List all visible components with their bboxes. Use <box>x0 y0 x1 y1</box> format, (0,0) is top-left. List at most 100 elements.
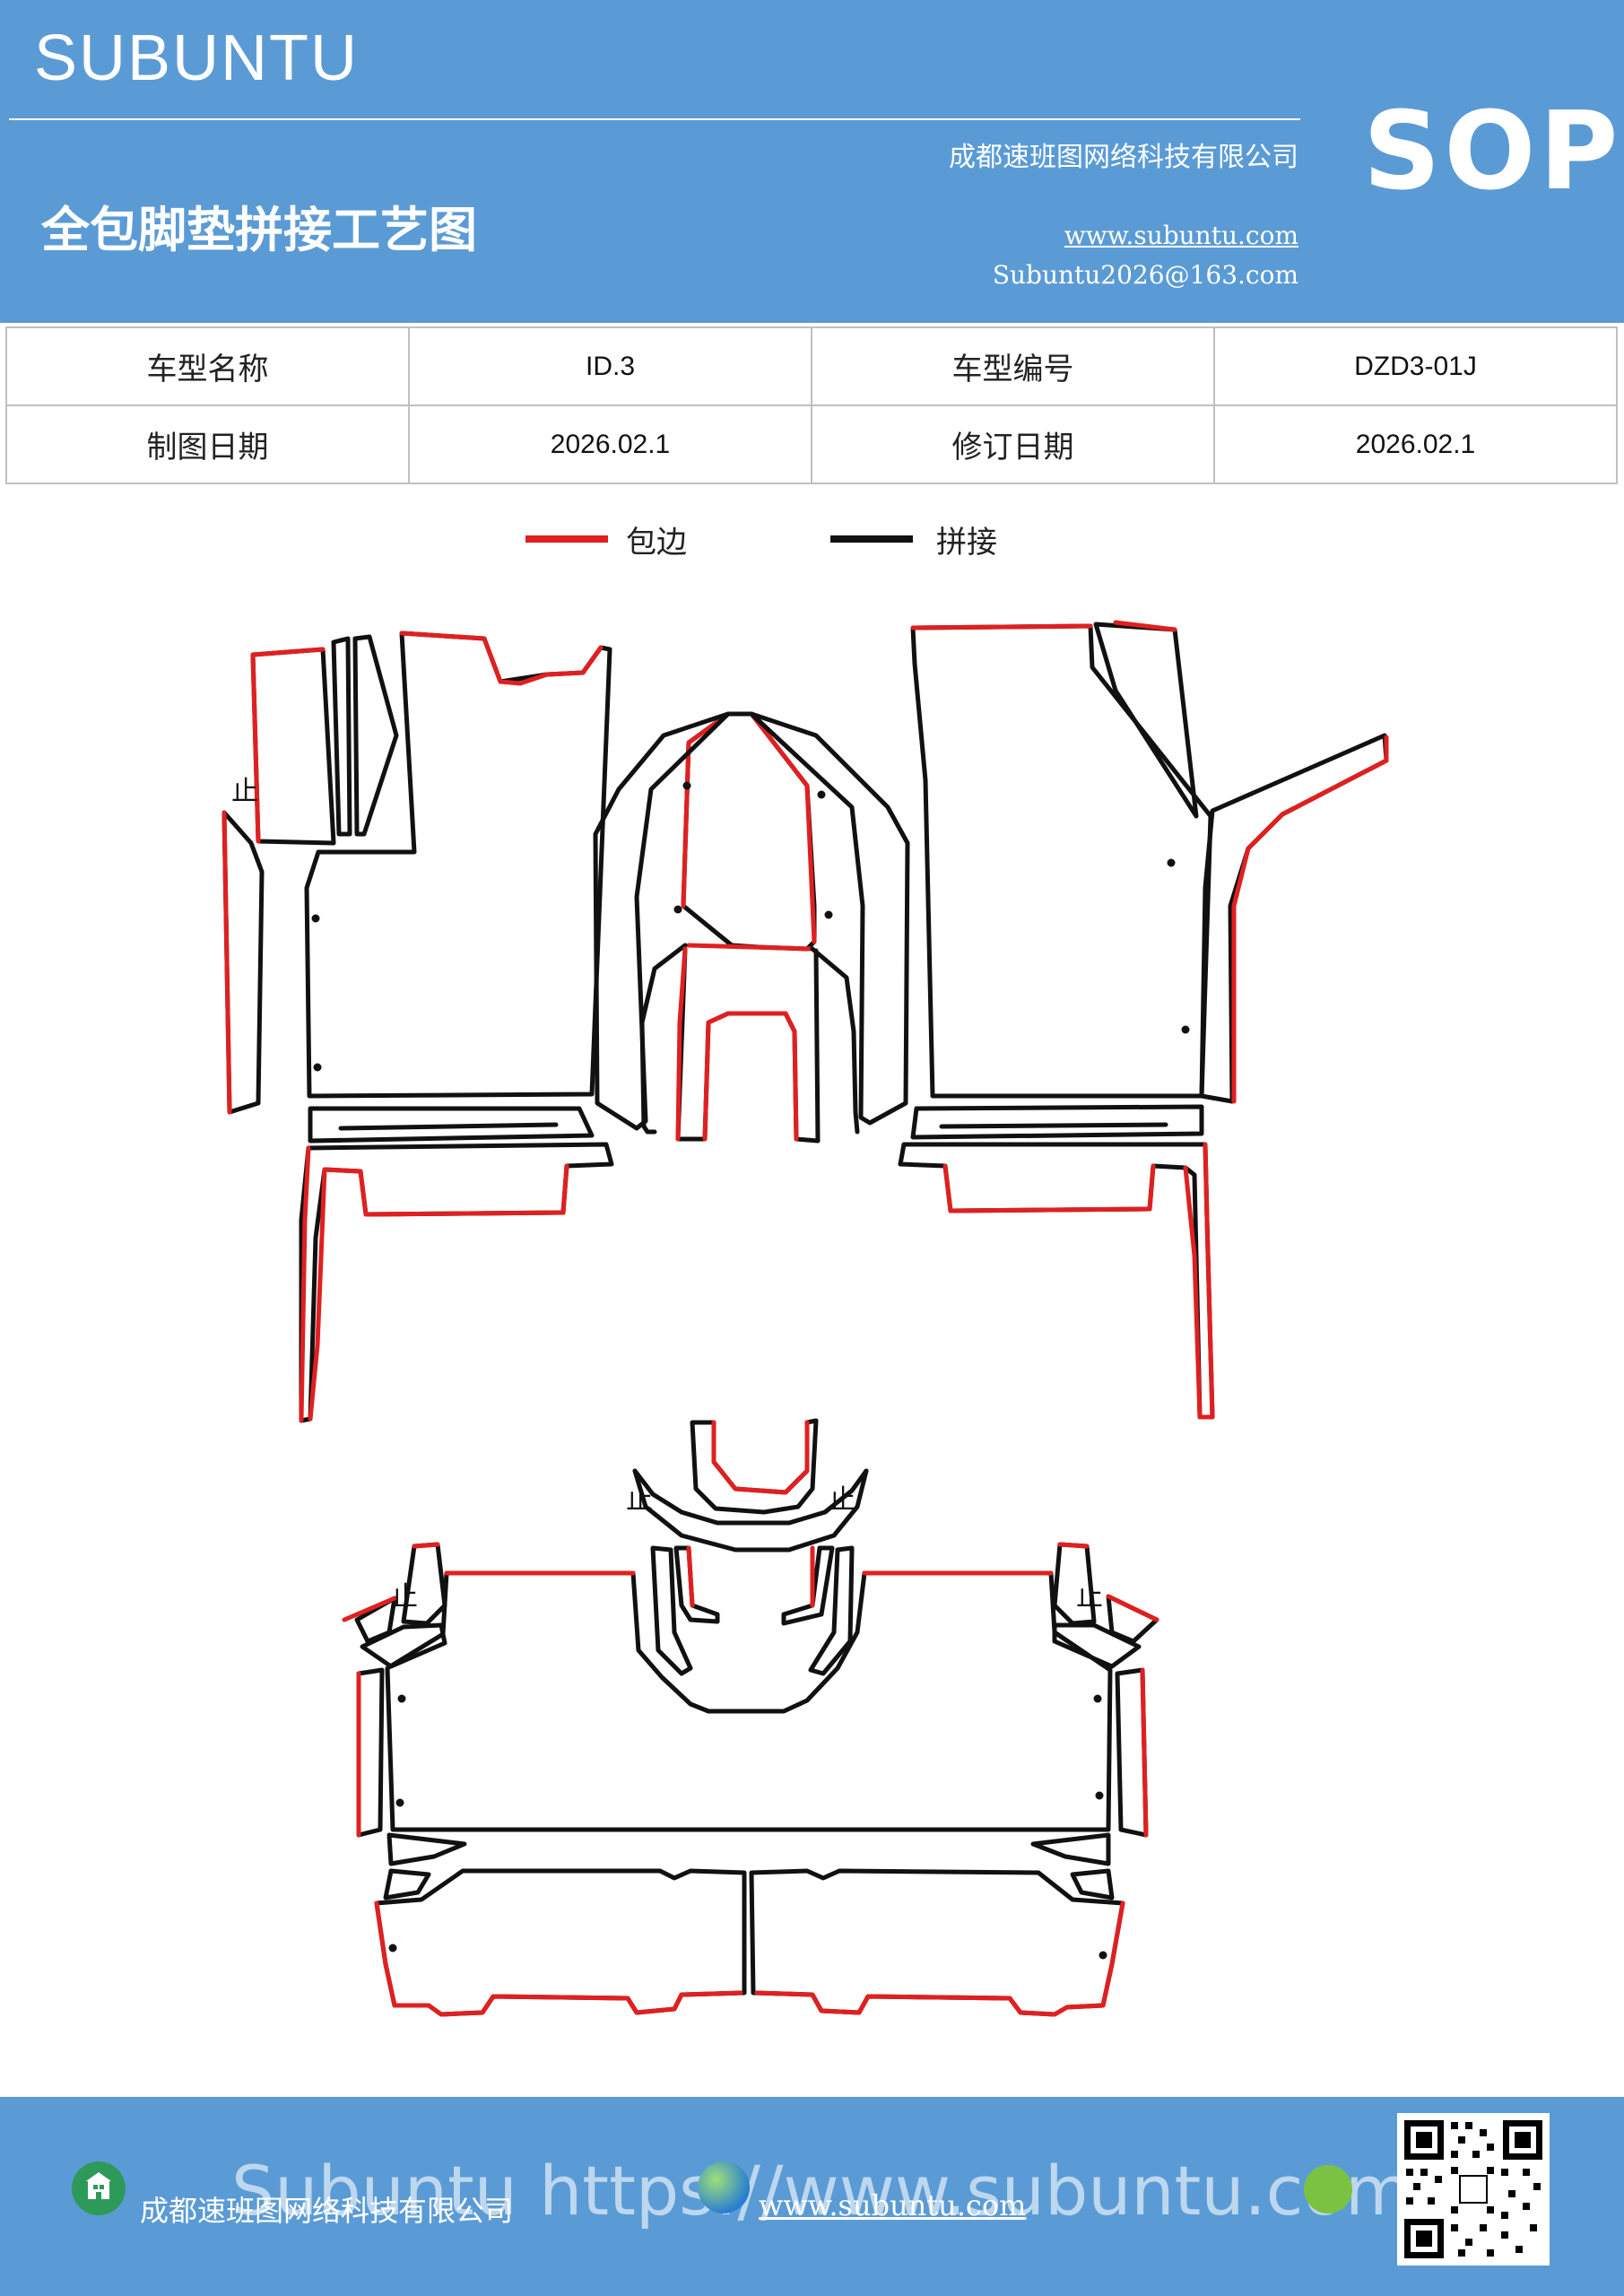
seam-path <box>386 1832 467 1866</box>
seam-path <box>331 636 352 837</box>
header-divider <box>9 118 1300 120</box>
seam-path <box>632 1468 869 1552</box>
edge-path <box>399 631 604 686</box>
edge-path <box>749 711 817 944</box>
seam-path <box>1199 733 1389 1104</box>
revise-date-value: 2026.02.1 <box>1213 404 1618 484</box>
legend-edge-label: 包边 <box>626 525 687 561</box>
anchor-dot <box>313 1063 322 1072</box>
edge-path <box>374 1900 743 2017</box>
front-right-mat <box>898 620 1389 1420</box>
seam-path <box>356 1667 385 1838</box>
edge-path <box>754 1900 1125 2017</box>
edge-path <box>681 711 731 909</box>
stop-mark: 止 <box>626 1484 653 1516</box>
anchor-dot <box>1181 1025 1190 1034</box>
anchor-dot <box>397 1694 406 1703</box>
seam-path <box>352 634 399 837</box>
anchor-dot <box>311 914 320 923</box>
seam-path <box>781 1545 835 1626</box>
company-name: 成都速班图网络科技有限公司 <box>949 142 1298 173</box>
email-address: Subuntu2026@163.com <box>992 260 1298 290</box>
edge-path <box>686 1545 695 1608</box>
edge-path <box>1106 1594 1159 1622</box>
seam-path <box>939 1122 1168 1129</box>
stop-mark: 止 <box>829 1484 855 1516</box>
globe-icon <box>698 2161 750 2213</box>
edge-path <box>308 1167 327 1422</box>
seam-path <box>1093 622 1199 819</box>
rear-lower-left-mat <box>374 1868 747 2017</box>
seam-path <box>593 711 731 1131</box>
edge-path <box>686 943 815 952</box>
seam-path <box>749 711 910 1126</box>
brand-name: SUBUNTU <box>34 22 360 94</box>
seam-path <box>910 1104 1204 1140</box>
seam-path <box>338 1122 559 1131</box>
seam-path <box>808 1545 855 1676</box>
website-link[interactable]: www.subuntu.com <box>1064 221 1298 250</box>
edge-path <box>910 623 1093 631</box>
building-icon <box>72 2161 126 2215</box>
anchor-dot <box>388 1944 397 1952</box>
building-glyph <box>86 2172 111 2199</box>
edge-path <box>250 647 326 657</box>
edge-path <box>322 1163 569 1217</box>
anchor-dot <box>1093 1694 1102 1703</box>
rear-main-mat <box>342 1542 1159 1900</box>
chat-icon <box>1304 2165 1352 2213</box>
model-code-value: DZD3-01J <box>1213 326 1618 406</box>
edge-path <box>342 1596 397 1622</box>
footer-website-link[interactable]: www.subuntu.com <box>759 2188 1027 2222</box>
footer-watermark: Subuntu https://www.subuntu.com <box>231 2151 1411 2231</box>
stop-mark: 止 <box>231 776 258 807</box>
footer-company-name: 成都速班图网络科技有限公司 <box>140 2194 514 2228</box>
seam-path <box>308 1106 595 1144</box>
edge-path <box>1140 1667 1149 1838</box>
stop-mark: 止 <box>1076 1581 1103 1613</box>
seam-path <box>1030 1832 1111 1866</box>
legend-seam-label: 拼接 <box>936 525 997 561</box>
table-row: 制图日期 2026.02.1 修订日期 2026.02.1 <box>5 404 1618 484</box>
edge-path <box>1057 1542 1090 1549</box>
anchor-dot <box>1167 858 1176 867</box>
seam-path <box>632 1468 869 1526</box>
edge-path <box>942 1163 1156 1213</box>
rear-lower-right-mat <box>749 1868 1125 2017</box>
edge-path <box>1231 735 1389 1104</box>
legend-edge-swatch <box>525 535 608 543</box>
qr-code <box>1397 2113 1550 2266</box>
anchor-dot <box>1099 1951 1107 1960</box>
seam-path <box>1070 1868 1115 1900</box>
seam-path <box>910 623 1213 1099</box>
seam-path <box>639 943 688 1135</box>
seam-path <box>690 1418 819 1515</box>
stop-mark: 止 <box>391 1581 418 1613</box>
model-name-value: ID.3 <box>408 326 812 406</box>
seam-path <box>673 1545 720 1624</box>
edge-path <box>299 1145 311 1423</box>
front-left-mat <box>221 631 614 1423</box>
edge-path <box>675 946 688 1142</box>
seam-path <box>681 711 817 952</box>
info-table: 车型名称 ID.3 车型编号 DZD3-01J 制图日期 2026.02.1 修… <box>5 326 1618 484</box>
anchor-dot <box>682 781 691 790</box>
seam-path <box>1052 1622 1142 1669</box>
qr-code-glyph <box>1404 2120 1542 2258</box>
edge-path <box>221 810 232 1115</box>
edge-path <box>702 1011 799 1142</box>
seam-path <box>304 631 612 1099</box>
sop-badge: SOP <box>1363 90 1622 214</box>
legend: 包边 拼接 <box>0 516 1624 587</box>
edge-path <box>711 1420 810 1495</box>
seam-path <box>383 1868 431 1900</box>
draw-date-label: 制图日期 <box>5 404 410 484</box>
footer-banner: Subuntu https://www.subuntu.com 成都速班图网络科… <box>0 2097 1624 2296</box>
model-name-label: 车型名称 <box>5 326 410 406</box>
legend-seam-swatch <box>830 535 913 543</box>
revise-date-label: 修订日期 <box>811 404 1215 484</box>
table-row: 车型名称 ID.3 车型编号 DZD3-01J <box>5 326 1618 406</box>
edge-path <box>1113 620 1177 632</box>
header-banner: SUBUNTU 成都速班图网络科技有限公司 全包脚垫拼接工艺图 www.subu… <box>0 0 1624 323</box>
